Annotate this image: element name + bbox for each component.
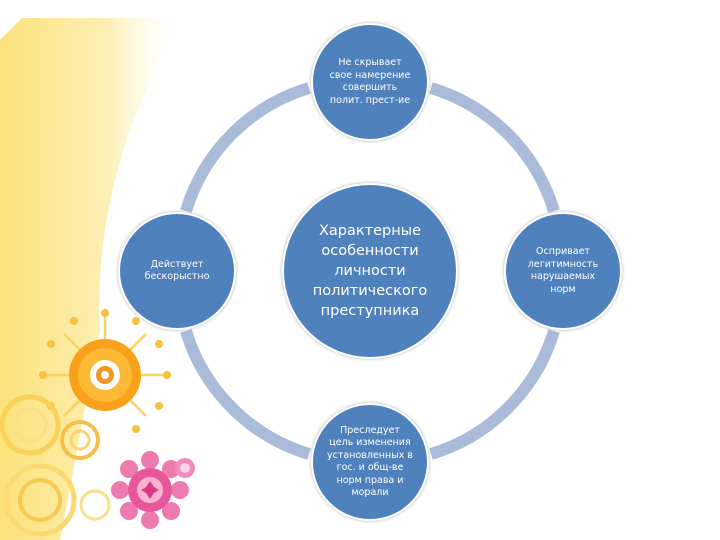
node-right: Оспривает легитимность нарушаемых норм bbox=[504, 212, 622, 330]
node-left: Действует бескорыстно bbox=[118, 212, 236, 330]
decor-yellow-stripe bbox=[0, 18, 185, 540]
spiral-circles-icon bbox=[0, 394, 111, 537]
node-left-text: Действует бескорыстно bbox=[144, 258, 210, 283]
sun-icon bbox=[39, 309, 171, 433]
small-pink-flower-icon bbox=[175, 458, 195, 478]
node-bottom-text: Преследует цель изменения установленных … bbox=[327, 424, 413, 499]
node-bottom: Преследует цель изменения установленных … bbox=[311, 403, 429, 521]
pink-flower-icon bbox=[111, 451, 189, 529]
node-center: Характерные особенности личности политич… bbox=[282, 183, 458, 359]
node-center-text: Характерные особенности личности политич… bbox=[312, 223, 428, 319]
node-top-text: Не скрывает свое намерение совершить пол… bbox=[329, 57, 411, 106]
cycle-ring bbox=[180, 82, 560, 460]
node-top: Не скрывает свое намерение совершить пол… bbox=[311, 23, 429, 141]
node-right-text: Оспривает легитимность нарушаемых норм bbox=[527, 246, 599, 295]
